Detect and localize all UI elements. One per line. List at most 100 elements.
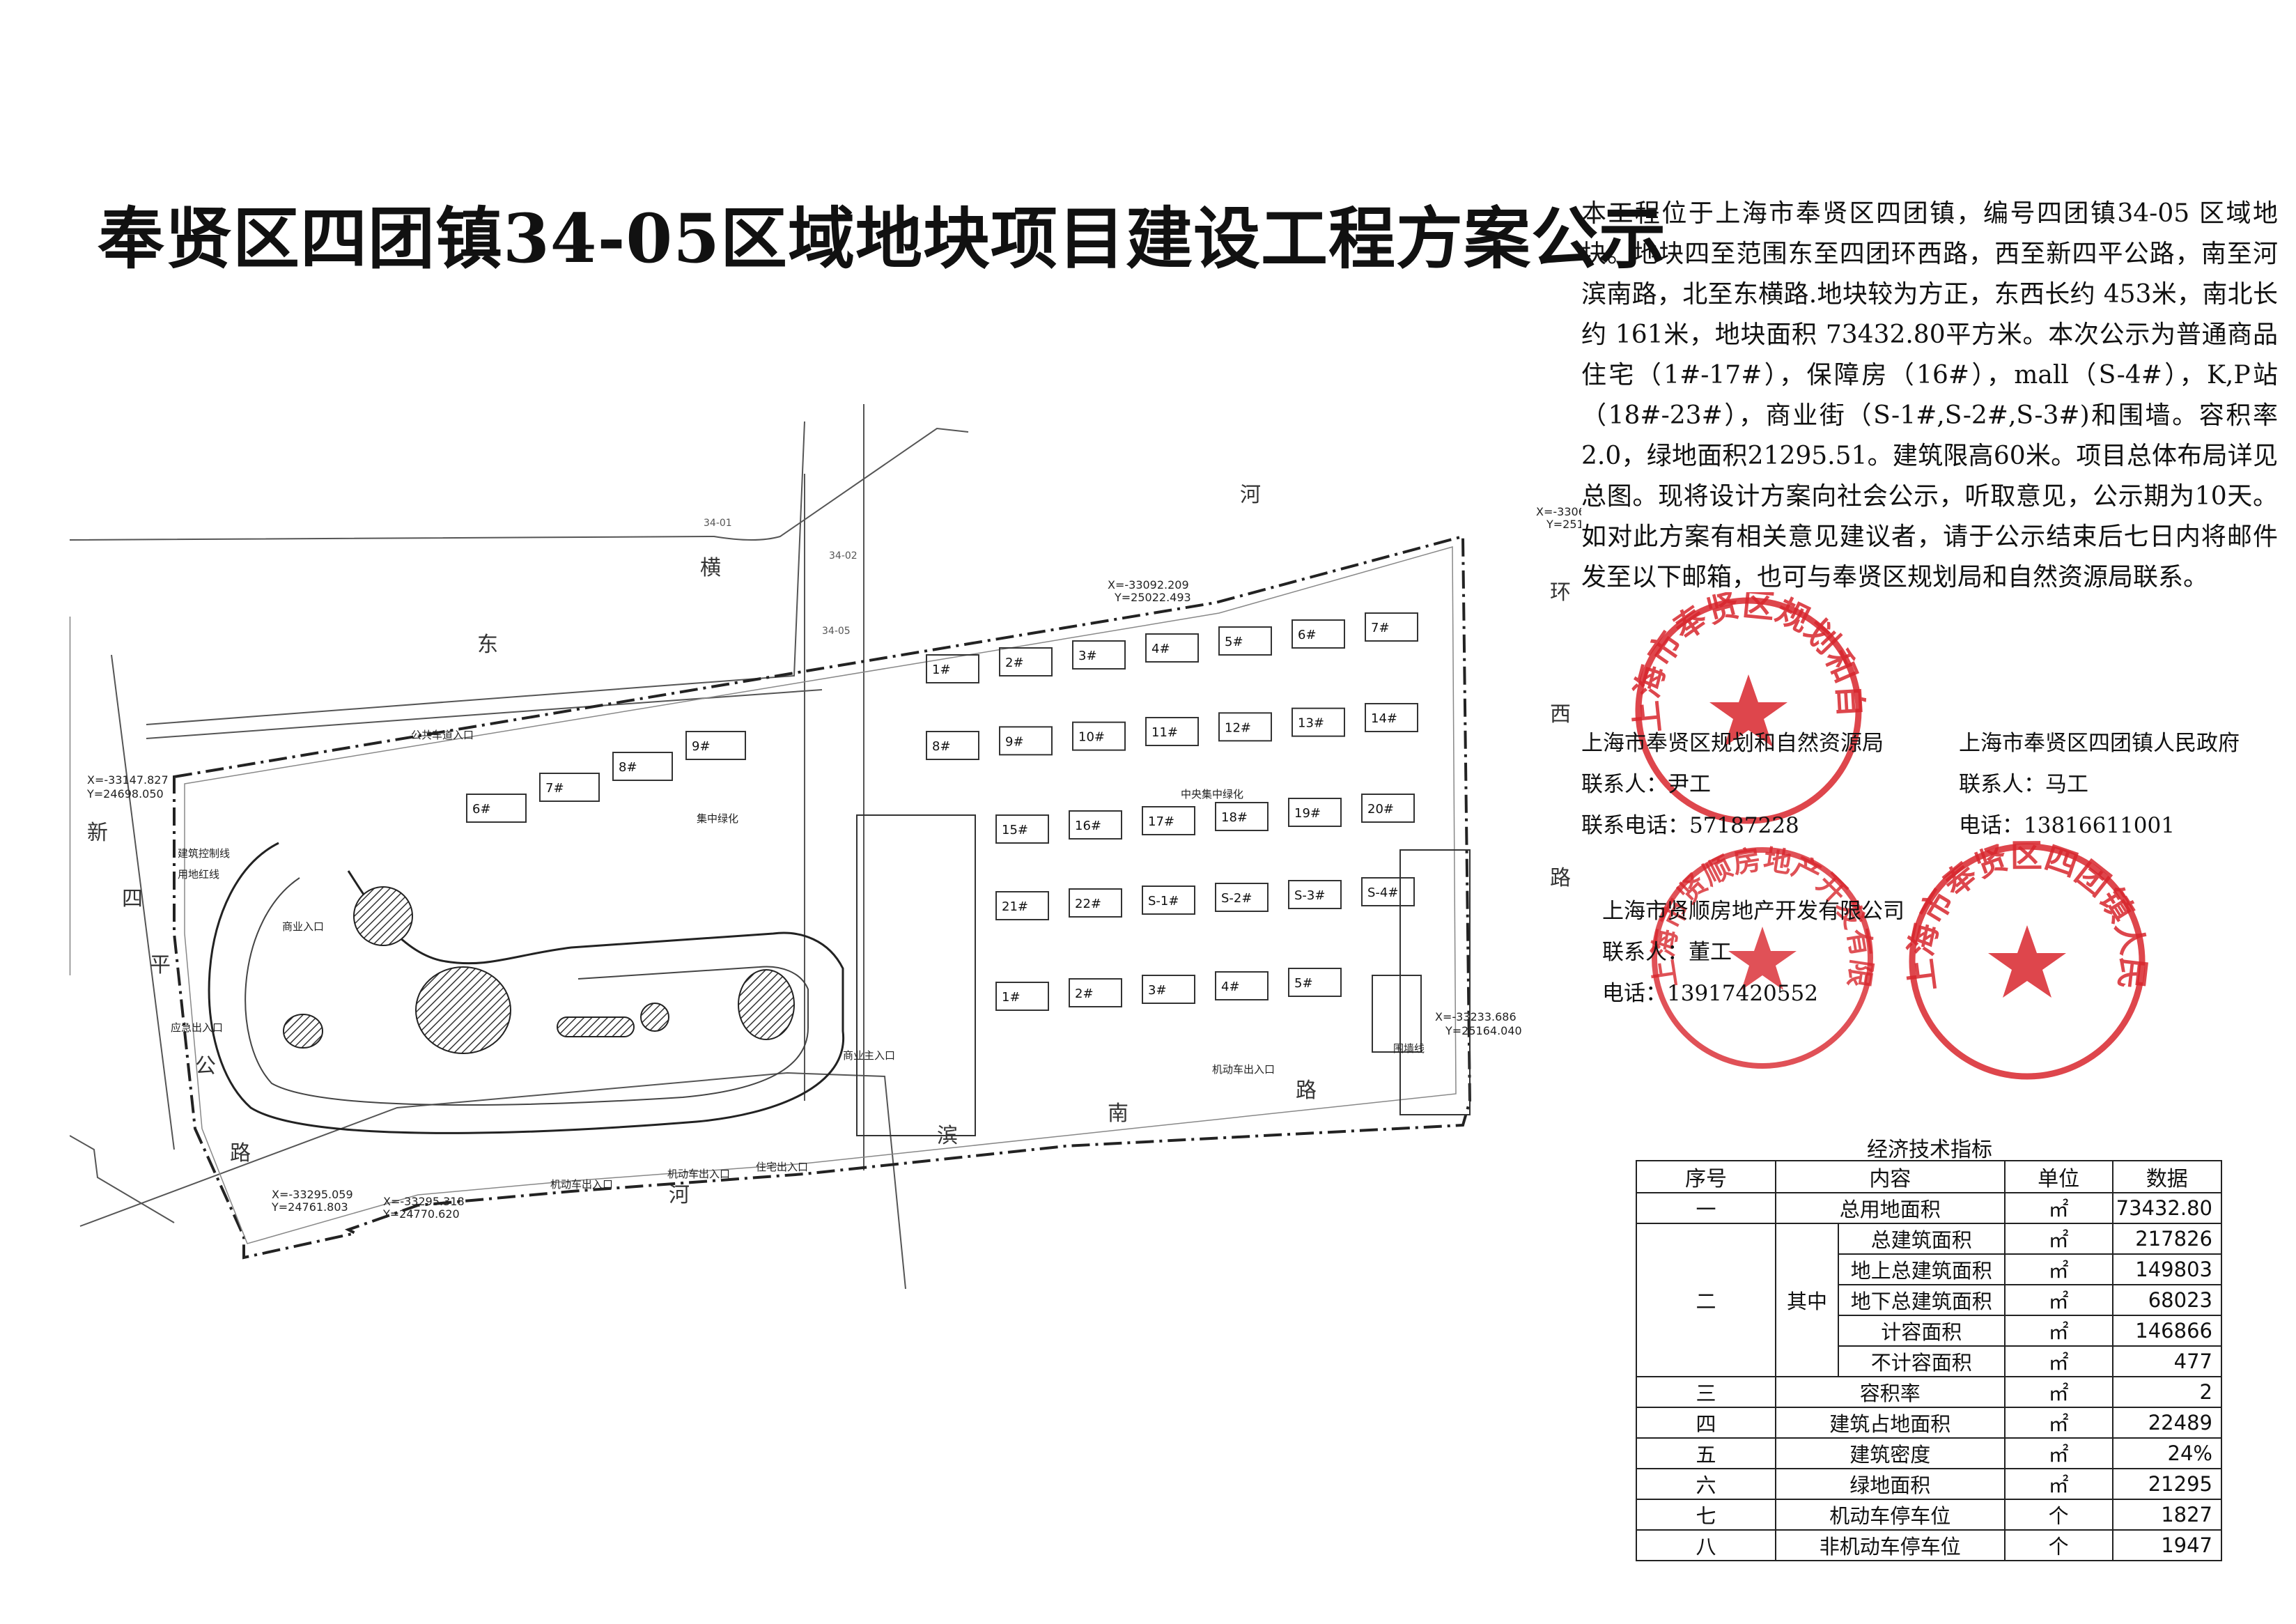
site-boundary: [173, 534, 1472, 1260]
cell-item: 非机动车停车位: [1775, 1529, 2006, 1561]
label-fence: 围墙线: [1393, 1042, 1425, 1055]
table-row: 七 机动车停车位 个 1827: [1636, 1499, 2223, 1531]
building-footprint: [539, 773, 600, 802]
building-label: 1#: [1002, 990, 1021, 1005]
table-row: 不计容面积 ㎡ 477: [1636, 1345, 2223, 1377]
cell-no: 三: [1636, 1376, 1776, 1408]
cell-value: 24%: [2111, 1437, 2223, 1469]
building-footprint: [1292, 707, 1345, 737]
building-label: 16#: [1075, 819, 1101, 833]
building-label: 6#: [1298, 628, 1317, 642]
building-label: 7#: [545, 781, 564, 796]
cell-unit: 个: [2003, 1529, 2113, 1561]
cell-unit: ㎡: [2003, 1253, 2113, 1285]
building-footprint: [1288, 798, 1342, 827]
table-row: 八 非机动车停车位 个 1947: [1636, 1529, 2223, 1561]
road-east-char-3: 路: [1550, 866, 1571, 890]
cell-no: 四: [1636, 1407, 1776, 1439]
label-commercial-entrance: 商业入口: [282, 920, 324, 933]
table-row: 六 绿地面积 ㎡ 21295: [1636, 1468, 2223, 1500]
cell-value: 2: [2111, 1376, 2223, 1408]
township-government-seal: 上海市奉贤区四团镇人民政府: [1902, 836, 2152, 1080]
contact-phone: 电话：13917420552: [1602, 981, 1818, 1006]
page-title: 奉贤区四团镇34-05区域地块项目建设工程方案公示: [98, 199, 1667, 278]
lot-label-n1: 34-01: [704, 518, 732, 529]
building-label: 8#: [932, 739, 951, 754]
cell-item: 总建筑面积: [1838, 1223, 2006, 1255]
building-label: S-3#: [1294, 888, 1325, 903]
road-lines: [70, 404, 969, 1289]
building-footprint: [1145, 633, 1199, 663]
building-label: 17#: [1148, 814, 1174, 829]
label-commercial-main: 商业主入口: [843, 1049, 895, 1062]
cell-item: 计容面积: [1838, 1315, 2006, 1347]
building-footprint: [1072, 721, 1126, 751]
building-label: 5#: [1294, 976, 1313, 991]
building-label: 1#: [932, 663, 951, 677]
landscape-ovals: [283, 886, 795, 1054]
lot-label-main: 34-05: [822, 626, 851, 637]
table-row: 计容面积 ㎡ 146866: [1636, 1315, 2223, 1347]
planning-bureau-seal: 上海市奉贤区规划和自然资源局: [1630, 592, 1867, 824]
building-footprint: [1142, 975, 1195, 1004]
building-footprint: [1288, 880, 1342, 909]
cell-item: 不计容面积: [1838, 1345, 2006, 1377]
coord-n-y: Y=25022.493: [1114, 591, 1191, 604]
building-footprint: [1215, 802, 1269, 831]
commercial-ring: [208, 842, 845, 1134]
building-label: 10#: [1078, 730, 1105, 745]
road-west-char-2: 四: [122, 887, 143, 911]
label-vehicle-entrance-2: 机动车出入口: [667, 1168, 730, 1180]
cell-value: 1947: [2111, 1529, 2223, 1561]
building-label: 19#: [1294, 806, 1321, 821]
col-value: 数据: [2111, 1160, 2223, 1193]
cell-unit: ㎡: [2003, 1223, 2113, 1255]
building-footprint: [1069, 888, 1122, 918]
building-footprint: [1365, 703, 1418, 732]
road-west-char-5: 路: [230, 1141, 251, 1166]
cell-item: 建筑密度: [1775, 1437, 2006, 1469]
label-vehicle-entrance-1: 机动车出入口: [550, 1178, 613, 1191]
contact-planning-bureau: 上海市奉贤区规划和自然资源局 联系人：尹工 联系电话：57187228: [1581, 723, 1884, 846]
cell-item: 总用地面积: [1775, 1192, 2006, 1224]
building-label: 6#: [472, 802, 491, 817]
building-label: 18#: [1221, 810, 1248, 825]
building-label: 4#: [1221, 980, 1240, 994]
table-row: 一 总用地面积 ㎡ 73432.80: [1636, 1192, 2223, 1224]
building-label: 4#: [1151, 642, 1170, 656]
cell-item: 地下总建筑面积: [1838, 1284, 2006, 1316]
cell-value: 149803: [2111, 1253, 2223, 1285]
label-central-green-2: 中央集中绿化: [1181, 788, 1243, 801]
coord-nw-y: Y=24698.050: [86, 787, 164, 801]
coord-ne-x: X=-33061: [1536, 505, 1581, 518]
cell-unit: ㎡: [2003, 1437, 2113, 1469]
indicators-title: 经济技术指标: [1867, 1138, 1992, 1162]
contact-person: 联系人：董工: [1602, 940, 1732, 965]
building-footprint: [1292, 619, 1345, 649]
building-label: 3#: [1078, 649, 1097, 663]
building-label: 13#: [1298, 716, 1324, 731]
building-footprint: [926, 731, 979, 760]
building-label: 8#: [619, 760, 637, 775]
cell-unit: ㎡: [2003, 1315, 2113, 1347]
building-label: S-4#: [1367, 886, 1398, 900]
table-row: 地上总建筑面积 ㎡ 149803: [1636, 1253, 2223, 1285]
building-footprint: [995, 814, 1049, 844]
contact-phone: 电话：13816611001: [1959, 813, 2175, 838]
cell-value: 477: [2111, 1345, 2223, 1377]
cell-item: 容积率: [1775, 1376, 2006, 1408]
building-footprint: [612, 752, 673, 781]
building-label: 22#: [1075, 897, 1101, 911]
building-footprint: [466, 794, 527, 823]
building-footprint: [1072, 640, 1126, 670]
cell-unit: ㎡: [2003, 1468, 2113, 1500]
building-footprint: [1365, 612, 1418, 642]
building-label: 21#: [1002, 899, 1028, 914]
coord-sw2-x: X=-33295.318: [383, 1195, 465, 1208]
mall-block: [856, 814, 1471, 1136]
contact-township-government: 上海市奉贤区四团镇人民政府 联系人：马工 电话：13816611001: [1959, 723, 2240, 846]
site-plan-drawing: 东 横 河 河 滨 南 路 新 四 平 公 路 环 西 路 34-01 34-0…: [70, 404, 1581, 1289]
coord-nw-x: X=-33147.827: [87, 773, 169, 787]
economic-indicators-table: 序号 内容 单位 数据 一 总用地面积 ㎡ 73432.80 二 其中 总建筑面…: [1636, 1160, 2223, 1561]
building-footprint: [1215, 883, 1269, 912]
